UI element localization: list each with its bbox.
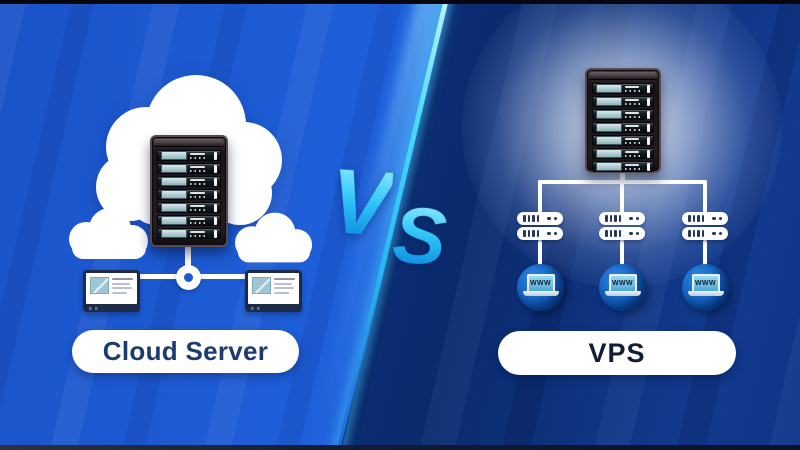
- connector-line: [620, 170, 625, 184]
- mini-server-icon: [682, 212, 728, 240]
- connector-line: [185, 240, 191, 274]
- server-unit: [592, 83, 654, 94]
- server-unit: [157, 189, 221, 200]
- rack-header: [154, 139, 224, 147]
- www-laptop-icon: WWW: [599, 264, 646, 311]
- server-unit: [592, 109, 654, 120]
- server-unit: [157, 163, 221, 174]
- monitor-icon: [245, 270, 302, 312]
- vps-label-text: VPS: [588, 337, 646, 368]
- server-unit: [592, 135, 654, 146]
- bottom-edge-strip: [0, 445, 800, 450]
- www-label: WWW: [611, 280, 634, 287]
- vps-label: VPS: [498, 331, 736, 375]
- cloud-server-label-text: Cloud Server: [102, 336, 269, 366]
- www-label: WWW: [529, 280, 552, 287]
- mini-server-row: [599, 212, 645, 225]
- mini-server-row: [599, 227, 645, 240]
- server-unit: [592, 148, 654, 159]
- server-unit: [592, 161, 654, 172]
- www-label: WWW: [694, 280, 717, 287]
- mini-server-row: [517, 227, 563, 240]
- laptop-base: [604, 291, 641, 296]
- top-edge-strip: [0, 0, 800, 4]
- mini-server-row: [517, 212, 563, 225]
- mini-server-row: [682, 227, 728, 240]
- connector-line: [538, 180, 542, 214]
- server-rack-icon: [150, 135, 228, 247]
- mini-server-row: [682, 212, 728, 225]
- connector-line: [620, 180, 624, 214]
- monitor-icon: [83, 270, 140, 312]
- server-unit: [157, 150, 221, 161]
- vs-letter-s: S: [389, 189, 450, 282]
- mini-server-icon: [517, 212, 563, 240]
- www-laptop-icon: WWW: [517, 264, 564, 311]
- server-unit: [592, 122, 654, 133]
- mini-server-icon: [599, 212, 645, 240]
- cloud-server-label: Cloud Server: [72, 330, 299, 373]
- server-unit: [157, 176, 221, 187]
- connector-line: [538, 240, 542, 268]
- laptop-base: [687, 291, 724, 296]
- rack-header: [589, 72, 657, 80]
- laptop-base: [522, 291, 559, 296]
- connector-line: [703, 180, 707, 214]
- connector-line: [703, 240, 707, 268]
- connector-line: [620, 240, 624, 268]
- server-unit: [157, 202, 221, 213]
- server-unit: [157, 228, 221, 239]
- server-unit: [592, 96, 654, 107]
- cloud-icon: [232, 209, 316, 265]
- server-unit: [157, 215, 221, 226]
- network-junction-icon: [176, 265, 201, 290]
- www-laptop-icon: WWW: [682, 264, 729, 311]
- server-rack-icon: [585, 68, 661, 173]
- cloud-icon: [66, 205, 152, 261]
- vs-letter-v: V: [326, 149, 395, 257]
